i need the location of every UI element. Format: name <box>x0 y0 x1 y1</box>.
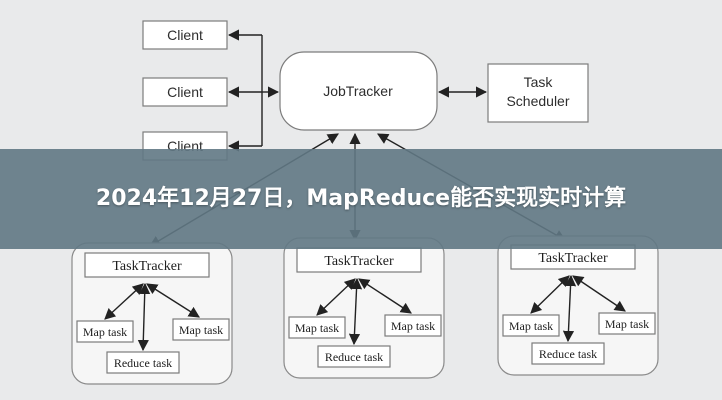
client-connector <box>227 29 280 152</box>
tasktracker-cluster-1: TaskTracker Map task Map task Reduce tas… <box>71 242 233 385</box>
jobtracker-label: JobTracker <box>323 83 393 99</box>
reduce-task-label: Reduce task <box>325 350 383 364</box>
banner-title: 2024年12月27日，MapReduce能否实现实时计算 <box>95 186 627 211</box>
reduce-task-label: Reduce task <box>539 347 597 361</box>
tasktracker-label: TaskTracker <box>538 251 608 266</box>
map-task-label: Map task <box>509 319 553 333</box>
jobtracker-node: JobTracker <box>279 51 438 131</box>
tasktracker-label: TaskTracker <box>112 259 182 274</box>
client-node-2: Client <box>142 77 228 107</box>
map-task-label: Map task <box>391 319 435 333</box>
map-task-label: Map task <box>83 325 127 339</box>
client-node-1: Client <box>142 20 228 50</box>
map-task-label: Map task <box>605 317 649 331</box>
client-label: Client <box>167 84 203 100</box>
client-label: Client <box>167 27 203 43</box>
tasktracker-cluster-2: TaskTracker Map task Map task Reduce tas… <box>283 237 445 379</box>
scheduler-label-line-2: Scheduler <box>506 93 569 109</box>
tasktracker-label: TaskTracker <box>324 254 394 269</box>
reduce-task-label: Reduce task <box>114 356 172 370</box>
tasktracker-cluster-3: TaskTracker Map task Map task Reduce tas… <box>497 235 659 376</box>
map-task-label: Map task <box>295 321 339 335</box>
scheduler-label-line-1: Task <box>524 74 554 90</box>
task-scheduler-node: Task Scheduler <box>487 63 589 123</box>
map-task-label: Map task <box>179 323 223 337</box>
title-banner: 2024年12月27日，MapReduce能否实现实时计算 <box>0 149 722 249</box>
